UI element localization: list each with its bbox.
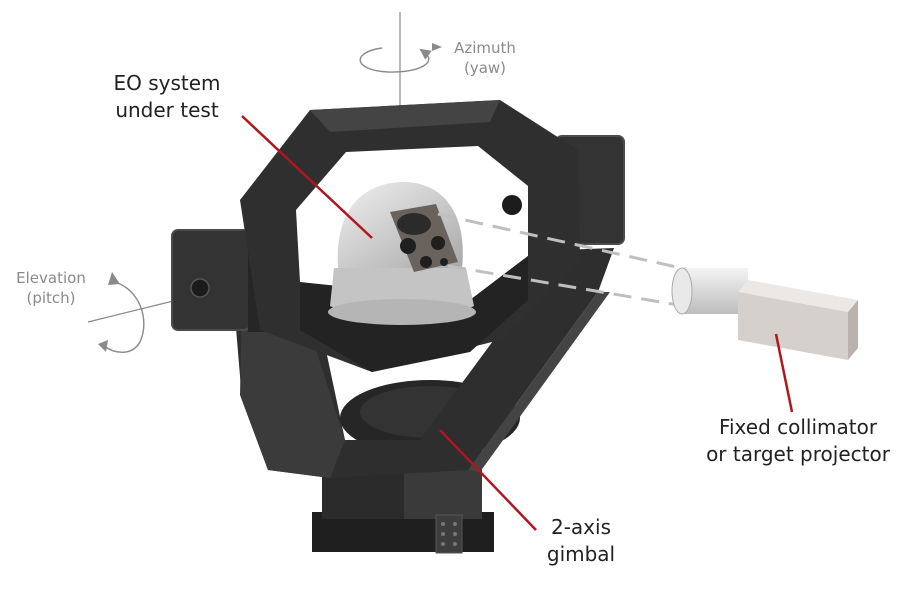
collimator-box	[738, 280, 858, 312]
sensor-lens-2	[400, 238, 416, 254]
beam-line-lower	[447, 264, 685, 308]
connector-block	[435, 514, 463, 554]
elevation-rotation-arrow	[103, 281, 145, 353]
label-collimator: Fixed collimator or target projector	[706, 415, 890, 466]
beam-line-upper	[437, 212, 691, 272]
azimuth-rotation-arrow	[359, 47, 432, 73]
collimator-tube	[682, 268, 748, 314]
label-eo-system: EO system under test	[113, 71, 221, 122]
elevation-arrow-head-bottom	[98, 340, 108, 352]
sensor-lens-3	[431, 236, 445, 250]
label-gimbal: 2-axis gimbal	[546, 515, 616, 566]
elevation-arrow-head-top	[108, 272, 120, 285]
collimator	[671, 267, 858, 360]
label-elevation: Elevation (pitch)	[16, 269, 86, 307]
label-azimuth: Azimuth (yaw)	[454, 39, 516, 77]
elevation-motor-left	[171, 229, 251, 331]
eo-system-dome	[328, 182, 476, 325]
sensor-lens-4	[420, 256, 432, 268]
leader-collimator	[774, 333, 794, 413]
leader-eo-system	[241, 115, 373, 239]
sensor-lens-main	[397, 213, 431, 235]
azimuth-arrow-head	[432, 43, 442, 51]
elevation-shaft-cap	[190, 278, 210, 298]
leader-gimbal	[439, 429, 537, 531]
